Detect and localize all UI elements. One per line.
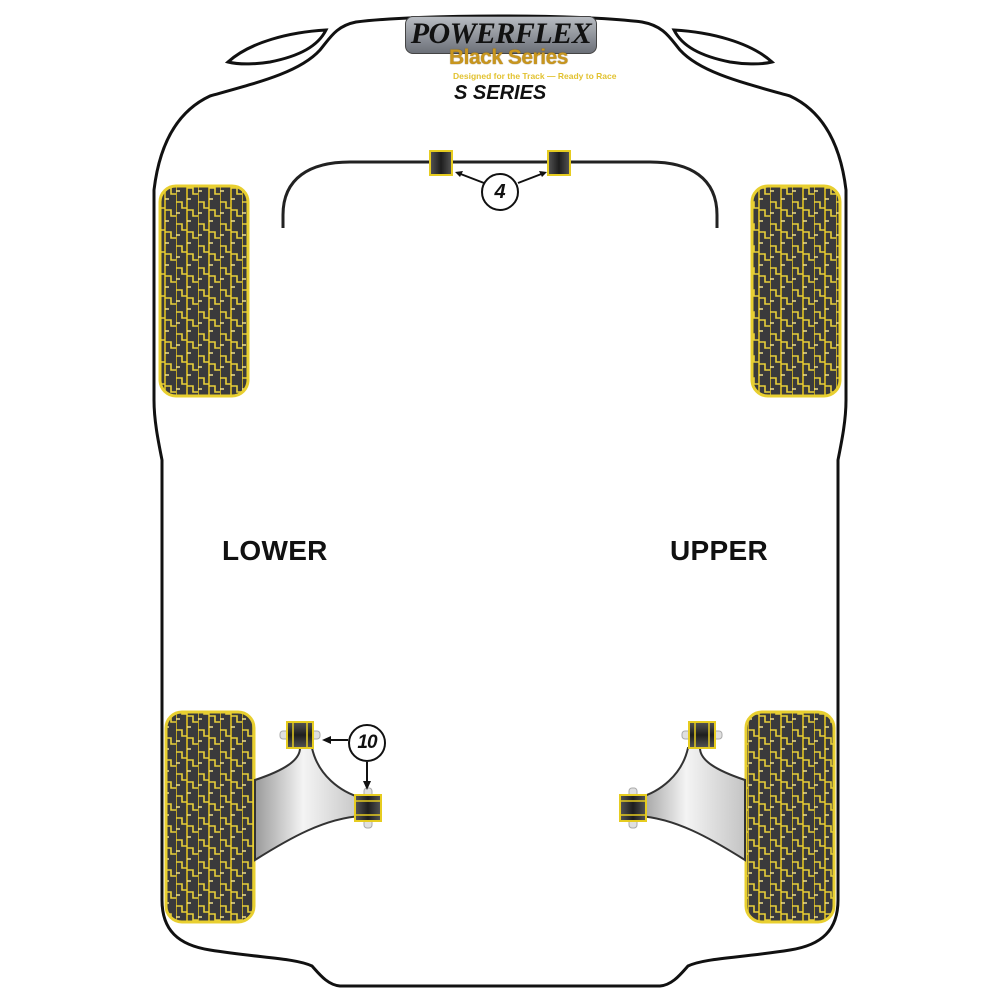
front-right-tyre <box>750 184 842 398</box>
arb-bush-right <box>547 150 571 176</box>
logo-sub-brand: Black Series <box>449 46 568 69</box>
right-headlight-outline <box>671 28 776 66</box>
rear-left-wishbone <box>254 747 363 862</box>
car-body-outline <box>152 14 848 988</box>
wishbone-bush-left-front <box>279 721 321 749</box>
rear-right-tyre <box>744 710 836 924</box>
front-left-tyre <box>158 184 250 398</box>
wishbone-bush-right-front <box>681 721 723 749</box>
rear-left-tyre <box>164 710 256 924</box>
arb-bush-left <box>429 150 453 176</box>
series-title: S SERIES <box>454 82 547 104</box>
callout-10-badge: 10 <box>348 724 386 762</box>
lower-label: LOWER <box>222 535 328 566</box>
callout-4-arrow-right <box>517 172 545 184</box>
wishbone-bush-right-rear <box>619 787 647 829</box>
rear-right-wishbone <box>637 747 746 862</box>
callout-4-badge: 4 <box>481 173 519 211</box>
logo-tagline: Designed for the Track — Ready to Race <box>453 71 617 81</box>
powerflex-logo: POWERFLEX Black Series Designed for the … <box>405 16 616 104</box>
logo-brand-text: POWERFLEX <box>410 17 592 50</box>
left-headlight-outline <box>224 28 329 66</box>
upper-label: UPPER <box>670 535 768 566</box>
logo-badge <box>405 16 597 54</box>
wishbone-bush-left-rear <box>354 787 382 829</box>
anti-roll-bar <box>281 160 719 228</box>
callout-4-arrow-left <box>457 172 485 184</box>
